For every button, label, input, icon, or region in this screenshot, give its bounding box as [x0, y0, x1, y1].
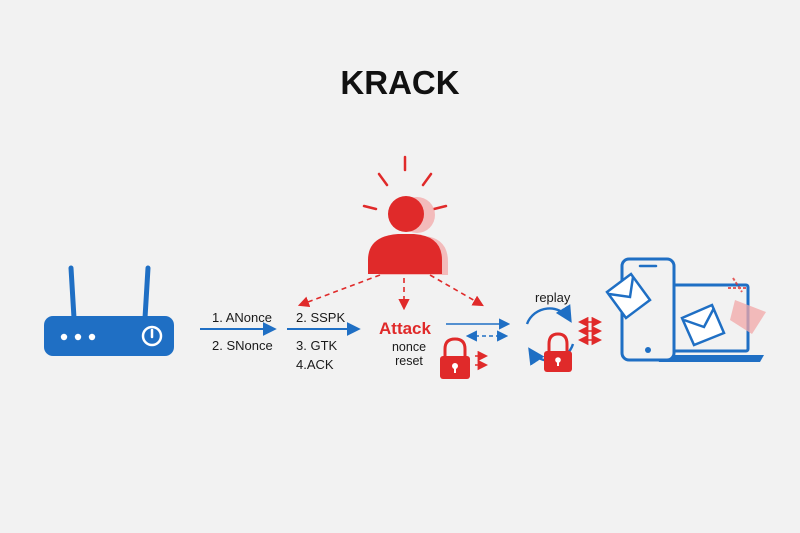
handshake-msg-5: 4.ACK: [296, 357, 334, 372]
handshake-msg-1: 1. ANonce: [212, 310, 272, 325]
diagram-title: KRACK: [340, 64, 460, 101]
lock-arrows: [475, 350, 489, 371]
replay-label: replay: [535, 290, 571, 305]
alert-rays-icon: [362, 155, 448, 211]
phone-laptop-icon: [605, 257, 766, 362]
handshake-msg-4: 3. GTK: [296, 338, 338, 353]
handshake-msg-3: 2. SSPK: [296, 310, 346, 325]
handshake-msg-2: 2. SNonce: [212, 338, 273, 353]
padlock-icon-attack: [440, 337, 470, 379]
attack-sublabel-nonce: nonce: [391, 340, 427, 354]
router-icon: [44, 265, 174, 356]
attack-label: Attack: [379, 319, 431, 338]
replay-arrows: [577, 316, 603, 346]
relay-arrows: [446, 318, 511, 342]
attack-dashed-arrows: [297, 274, 484, 311]
attacker-person-icon: [368, 196, 448, 275]
attack-sublabel-reset: reset: [395, 354, 423, 368]
padlock-icon-replay: [544, 332, 572, 372]
